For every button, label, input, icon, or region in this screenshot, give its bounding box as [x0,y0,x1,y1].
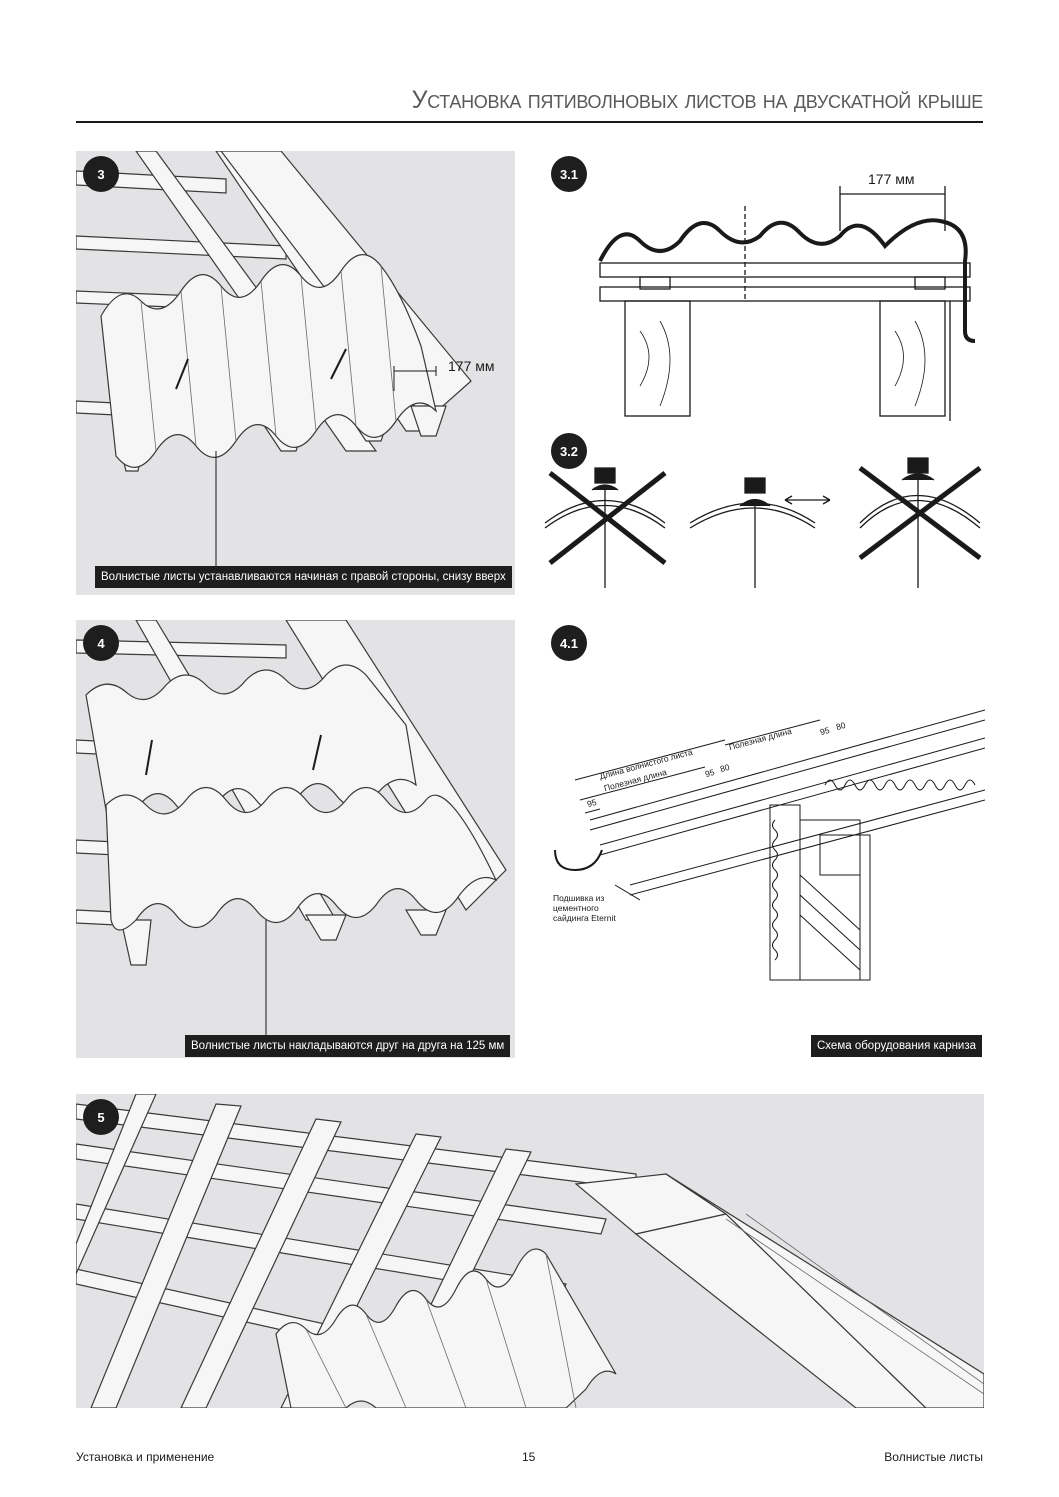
figure-5-panel: 5 [76,1094,984,1408]
figure-3-caption: Волнистые листы устанавливаются начиная … [95,566,512,588]
figure-4-badge: 4 [83,625,119,661]
figure-3-2-badge: 3.2 [551,433,587,469]
figure-5-illustration [76,1094,984,1408]
figure-3-1-drawing [598,186,976,421]
figure-4-panel: 4 Волнистые листы накладываются друг на … [76,620,515,1058]
figure-3-badge: 3 [83,156,119,192]
figure-4-caption: Волнистые листы накладываются друг на др… [185,1035,511,1057]
figure-3-1-badge: 3.1 [551,156,587,192]
figure-4-1-caption: Схема оборудования карниза [811,1035,983,1057]
figure-3-panel: 3 177 мм Волнистые листы устанавливаются… [76,151,515,595]
page-number: 15 [522,1450,536,1464]
page-title: Установка пятиволновых листов на двускат… [411,86,984,114]
figure-4-1-badge: 4.1 [551,625,587,661]
figure-3-dimension-label: 177 мм [448,358,495,374]
label-soffit-note: Подшивка из цементного сайдинга Eternit [553,893,616,923]
figure-4-1-panel: 4.1 Длина волнистого листа Полезная длин… [540,620,985,1058]
figure-4-illustration [76,620,507,1038]
figure-4-1-drawing [554,709,985,981]
figure-5-badge: 5 [83,1099,119,1135]
footer-left: Установка и применение [76,1450,215,1464]
figure-3-1-panel: 3.1 177 мм [540,151,985,423]
figure-3-2-panel: 3.2 [540,428,985,595]
figure-3-illustration [76,151,472,571]
footer-right: Волнистые листы [884,1450,983,1464]
figure-3-2-drawing [544,457,982,588]
figure-3-1-dimension-label: 177 мм [868,171,915,187]
title-divider [76,121,983,123]
